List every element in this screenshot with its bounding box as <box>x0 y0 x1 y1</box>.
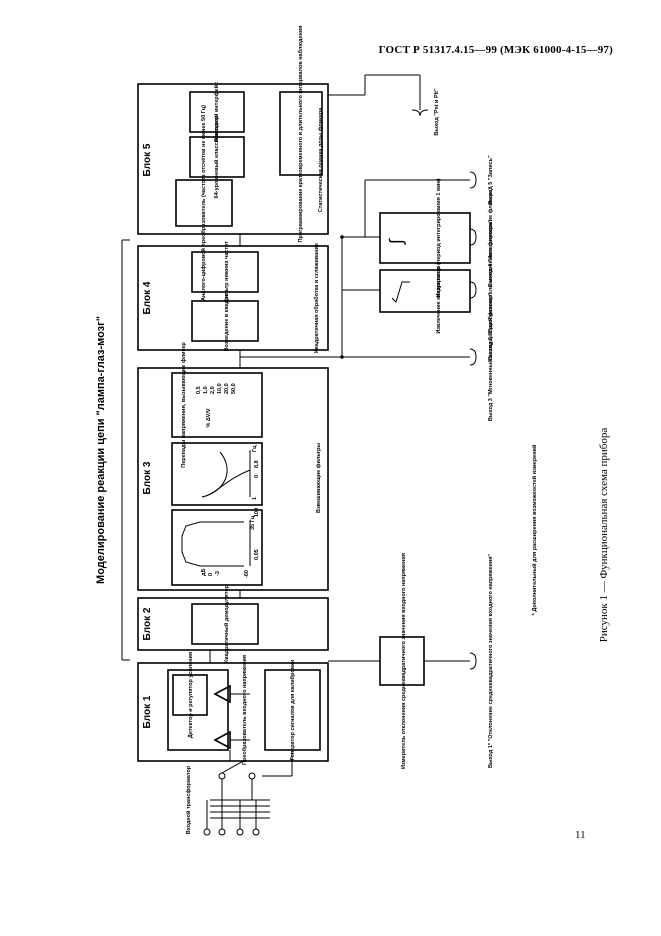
bp-minus60: -60 <box>244 570 250 578</box>
block-3-caption: Взвешивающие фильтры <box>315 443 322 513</box>
output-interface-box <box>189 91 245 133</box>
flicker-table-box <box>171 372 263 438</box>
bp-x3: 100 <box>254 508 260 517</box>
output-interface-label: Выходной интерфейс <box>213 82 220 142</box>
bp-x2: 35 Гц <box>250 515 256 530</box>
block-5 <box>137 83 329 235</box>
integrator-box <box>379 212 471 264</box>
adc-label: Аналого-цифровой преобразователь (частот… <box>200 105 207 301</box>
table-value: 2,0 <box>210 386 216 394</box>
page-number: 11 <box>575 829 586 841</box>
sqrt-label: Извлечение квадратного корня <box>436 248 442 333</box>
block-4-caption: Квадратичная обработка и сглаживание <box>313 243 320 353</box>
block-2 <box>137 597 329 651</box>
squaring-box <box>191 300 259 342</box>
output-5-label: Выход 5 "Запись" <box>488 155 494 205</box>
block-4 <box>137 245 329 351</box>
block-4-label: Блок 4 <box>142 281 153 314</box>
block-1-inner <box>167 669 229 751</box>
output-2-label: Выход 2 "Преобразователь мгновенного фли… <box>487 220 494 360</box>
table-value: 20,0 <box>224 383 230 394</box>
bp-minus3: -3 <box>215 571 221 576</box>
lowpass-box <box>191 251 259 293</box>
page-header: ГОСТ Р 51317.4.15—99 (МЭК 61000-4-15—97) <box>378 44 613 56</box>
main-title: Моделирование реакции цепи "лампа-глаз-м… <box>95 316 107 584</box>
lowpass-label: Фильтр нижних частот <box>224 241 230 303</box>
w-f: Гц <box>252 445 258 452</box>
output-1-label: Выход 1* "Отклонение среднеквадратичного… <box>488 554 494 768</box>
classifier-box <box>189 136 245 178</box>
detector-box <box>172 674 208 716</box>
output-6-label: Выход "Pst и Plt" <box>434 88 440 136</box>
table-value: 0,5 <box>196 386 202 394</box>
output-terminals <box>411 109 477 670</box>
output-3-label: Выход 3 "Мгновенный возмущающий фликер" <box>487 292 494 421</box>
sqrt-icon <box>391 281 410 303</box>
table-value: 10,0 <box>217 383 223 394</box>
table-values: 0,5 1,0 2,0 10,0 20,0 50,0 <box>196 383 237 394</box>
table-value: 1,0 <box>203 386 209 394</box>
rms-meter-label: Измеритель отклонения среднеквадратичног… <box>401 553 407 769</box>
integrator-label: Интегратор (период интегрирования 1 мин) <box>436 178 442 297</box>
program-label: Программирование кратковременного и длит… <box>297 26 304 243</box>
integral-icon: ∫ <box>386 238 406 246</box>
w-x: 8,8 <box>254 460 260 468</box>
bandpass-filter-box <box>171 509 263 586</box>
block-1-label: Блок 1 <box>142 695 153 728</box>
bp-db: дБ <box>201 569 207 576</box>
demodulator-label: Квадратичный демодулятор <box>223 584 230 663</box>
demodulator-box <box>191 603 259 645</box>
block-5-caption: Статистическая оценка дозы фликера <box>317 107 324 213</box>
squaring-label: Возведение в квадрат <box>224 290 230 351</box>
bp-zero: 0 <box>208 573 214 576</box>
table-value: 50,0 <box>231 383 237 394</box>
adc-box <box>175 179 233 227</box>
block-3-label: Блок 3 <box>142 461 153 494</box>
converter-label: Преобразователь входного напряжения <box>241 655 248 765</box>
w-one: 1 <box>252 497 258 500</box>
classifier-label: 64-уровневый классификатор <box>213 115 220 198</box>
block-2-label: Блок 2 <box>142 607 153 640</box>
input-transformer-label: Входной трансформатор <box>185 765 192 834</box>
w-zero: 0 <box>254 475 260 478</box>
output-4-label: Выход 4 "Интегрирование фликера" <box>487 187 494 287</box>
block-1 <box>137 662 329 762</box>
sqrt-box <box>379 269 471 313</box>
detector-label: Детектор и регулятор усиления <box>188 652 194 738</box>
table-title: Перепады напряжения, вызывающие фликер <box>180 342 187 468</box>
rms-meter-box <box>379 636 425 686</box>
bp-x1: 0,05 <box>254 549 260 560</box>
weighting-filter-box <box>171 442 263 506</box>
block-3 <box>137 367 329 591</box>
program-box <box>279 91 323 176</box>
table-head: % ΔV/V <box>206 408 212 427</box>
generator-label: Генератор сигналов для калибровки <box>289 660 296 760</box>
footnote: * Дополнительный для расширения возможно… <box>531 445 538 616</box>
block-5-label: Блок 5 <box>142 143 153 176</box>
